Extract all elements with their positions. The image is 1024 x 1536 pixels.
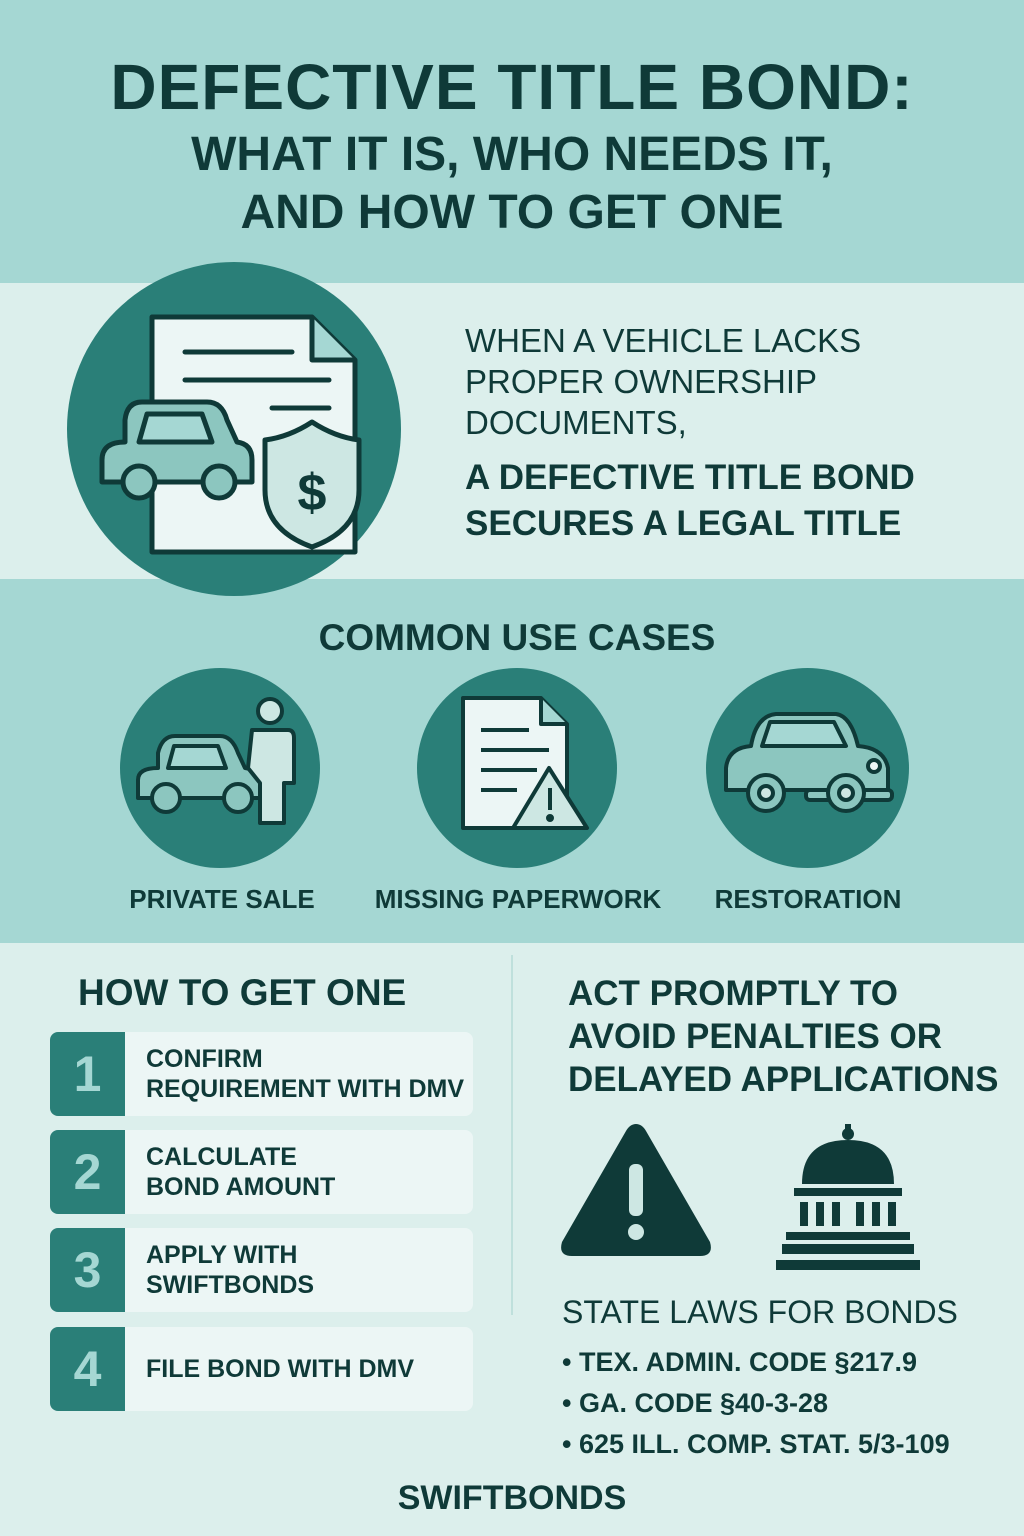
- use-case-missing-paperwork: [417, 668, 617, 868]
- header-band: [0, 0, 1024, 283]
- section-divider: [511, 955, 513, 1315]
- law-item: • 625 ILL. COMP. STAT. 5/3-109: [562, 1429, 950, 1459]
- notice-line: DELAYED APPLICATIONS: [568, 1060, 999, 1099]
- law-text: TEX. ADMIN. CODE §217.9: [578, 1347, 918, 1377]
- law-item: • GA. CODE §40-3-28: [562, 1388, 829, 1418]
- intro-emphasis: A DEFECTIVE TITLE BOND SECURES A LEGAL T…: [465, 455, 915, 547]
- intro-line: DOCUMENTS,: [465, 404, 687, 441]
- step-text: FILE BOND WITH DMV: [146, 1327, 414, 1411]
- capitol-building-icon: [776, 1124, 920, 1270]
- use-cases-heading: COMMON USE CASES: [318, 617, 716, 658]
- step-number: 4: [50, 1327, 125, 1411]
- step-line: APPLY WITH: [146, 1241, 298, 1269]
- svg-text:$: $: [298, 464, 327, 522]
- subtitle-line: AND HOW TO GET ONE: [240, 186, 784, 239]
- use-case-restoration: [706, 668, 909, 868]
- use-case-label: MISSING PAPERWORK: [374, 884, 662, 914]
- warning-icon: [561, 1124, 711, 1256]
- how-to-heading: HOW TO GET ONE: [78, 972, 407, 1013]
- page-subtitle: WHAT IT IS, WHO NEEDS IT, AND HOW TO GET…: [0, 126, 1024, 242]
- document-warning-icon: [461, 696, 589, 830]
- page-title: DEFECTIVE TITLE BOND:: [110, 51, 914, 123]
- document-car-shield-icon: $: [99, 314, 362, 555]
- use-case-label: PRIVATE SALE: [129, 884, 315, 914]
- step-line: CALCULATE: [146, 1143, 297, 1171]
- use-case-private-sale: [120, 668, 320, 868]
- step-number: 1: [50, 1032, 125, 1116]
- classic-car-icon: [724, 712, 894, 813]
- intro-text: WHEN A VEHICLE LACKS PROPER OWNERSHIP DO…: [465, 320, 861, 443]
- step-line: BOND AMOUNT: [146, 1173, 336, 1201]
- notice-text: ACT PROMPTLY TO AVOID PENALTIES OR DELAY…: [568, 972, 998, 1101]
- law-text: GA. CODE §40-3-28: [578, 1388, 829, 1418]
- subtitle-line: WHAT IT IS, WHO NEEDS IT,: [191, 128, 833, 181]
- notice-line: AVOID PENALTIES OR: [568, 1017, 943, 1056]
- step-line: CONFIRM: [146, 1045, 263, 1073]
- car-person-icon: [136, 697, 296, 825]
- intro-line: PROPER OWNERSHIP: [465, 363, 818, 400]
- intro-line: WHEN A VEHICLE LACKS: [465, 322, 862, 359]
- brand-footer: SWIFTBONDS: [397, 1479, 627, 1517]
- step-line: FILE BOND WITH DMV: [146, 1355, 415, 1383]
- step-line: REQUIREMENT WITH DMV: [146, 1075, 465, 1103]
- laws-heading: STATE LAWS FOR BONDS: [562, 1294, 958, 1330]
- notice-line: ACT PROMPTLY TO: [568, 974, 898, 1013]
- law-item: • TEX. ADMIN. CODE §217.9: [562, 1347, 918, 1377]
- step-number: 3: [50, 1228, 125, 1312]
- law-text: 625 ILL. COMP. STAT. 5/3-109: [578, 1429, 950, 1459]
- step-4: 4 FILE BOND WITH DMV: [50, 1327, 473, 1411]
- intro-bold-line: A DEFECTIVE TITLE BOND: [465, 458, 915, 497]
- use-case-label: RESTORATION: [714, 884, 902, 914]
- step-line: SWIFTBONDS: [146, 1271, 315, 1299]
- step-number: 2: [50, 1130, 125, 1214]
- intro-illustration: $: [67, 262, 401, 596]
- intro-bold-line: SECURES A LEGAL TITLE: [465, 504, 902, 543]
